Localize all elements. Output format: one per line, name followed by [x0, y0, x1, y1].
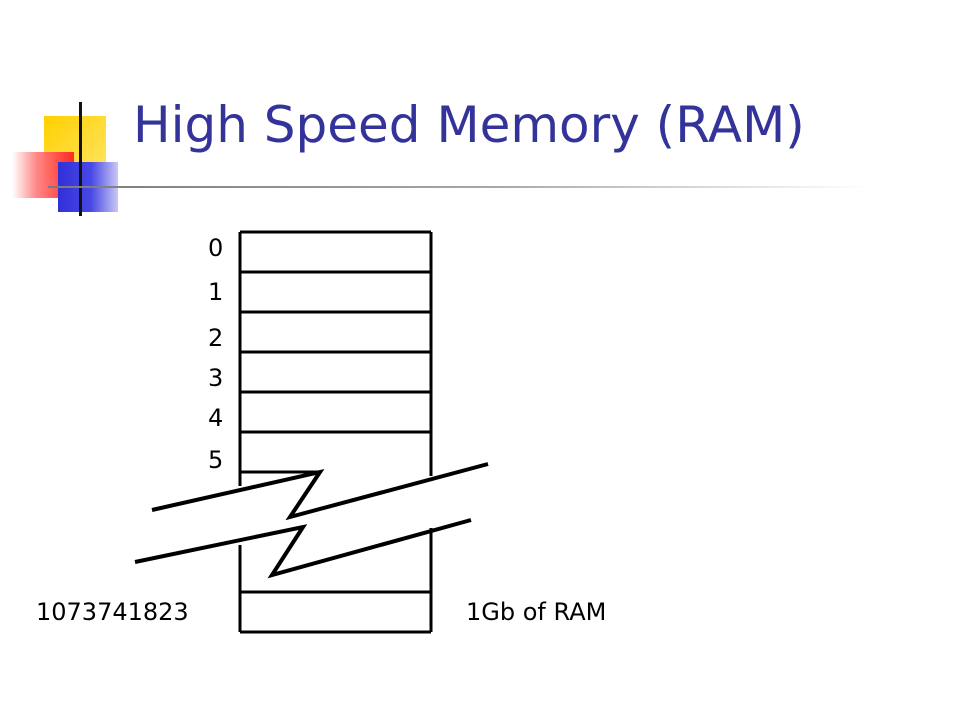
last-address-label: 1073741823: [36, 598, 189, 626]
break-symbol: [134, 462, 489, 579]
memory-cells-top: [238, 230, 433, 486]
title-underline: [48, 186, 868, 188]
break-line-upper: [151, 462, 489, 521]
address-label-1: 1: [208, 278, 224, 306]
logo-vertical-line: [79, 102, 82, 216]
address-label-2: 2: [208, 324, 224, 352]
slide-title: High Speed Memory (RAM): [133, 96, 805, 154]
ram-size-label: 1Gb of RAM: [466, 598, 607, 626]
address-label-3: 3: [208, 364, 224, 392]
break-line-lower: [134, 518, 472, 579]
address-label-5: 5: [208, 446, 224, 474]
memory-cells-bottom: [238, 528, 433, 634]
address-label-0: 0: [208, 234, 224, 262]
address-label-4: 4: [208, 404, 224, 432]
